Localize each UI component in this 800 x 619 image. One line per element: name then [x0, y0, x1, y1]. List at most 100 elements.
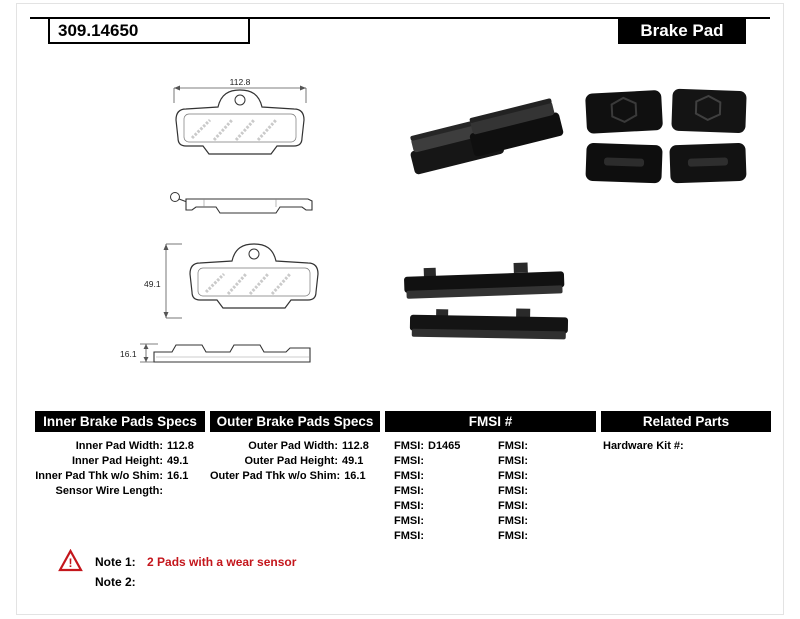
drawing-front-view-bottom: 49.1 — [144, 243, 319, 319]
fmsi-row: FMSI: — [386, 514, 488, 529]
fmsi-row: FMSI: — [386, 499, 488, 514]
related-label: Hardware Kit #: — [603, 440, 684, 452]
fmsi-value — [424, 484, 428, 499]
watermark-texture — [190, 118, 278, 142]
note-1-label: Note 1: — [95, 555, 136, 569]
fmsi-label: FMSI: — [498, 500, 528, 512]
fmsi-label: FMSI: — [498, 455, 528, 467]
fmsi-value — [424, 514, 428, 529]
outer-pad-height-row: Outer Pad Height: 49.1 — [210, 454, 380, 469]
part-number: 309.14650 — [48, 17, 250, 44]
fmsi-label: FMSI: — [394, 500, 424, 512]
dimension-thickness-label: 16.1 — [120, 349, 137, 359]
spec-value: 112.8 — [342, 440, 369, 452]
fmsi-row: FMSI: — [386, 454, 488, 469]
note-2: Note 2: — [95, 575, 144, 589]
spec-value: 16.1 — [167, 470, 189, 482]
related-value — [684, 440, 688, 452]
warning-triangle-icon: ! — [58, 548, 83, 577]
inner-pad-height-row: Inner Pad Height: 49.1 — [35, 454, 205, 469]
page-border — [16, 3, 784, 615]
dimension-height-label: 49.1 — [144, 279, 161, 289]
fmsi-row: FMSI: — [386, 484, 488, 499]
mounting-hole — [234, 94, 246, 106]
fmsi-list-left: FMSI: D1465 FMSI: FMSI: FMSI: FMSI: FMSI… — [386, 439, 488, 544]
fmsi-row: FMSI: — [490, 529, 592, 544]
spec-label: Inner Pad Height: — [71, 455, 163, 467]
spec-label: Sensor Wire Length: — [55, 485, 163, 497]
fmsi-value — [528, 454, 532, 469]
dim-arrow-top — [163, 244, 169, 250]
dim-arrow-bottom — [163, 312, 169, 318]
fmsi-label: FMSI: — [394, 515, 424, 527]
fmsi-value: D1465 — [428, 440, 461, 452]
fmsi-label: FMSI: — [394, 470, 424, 482]
fmsi-label: FMSI: — [394, 455, 424, 467]
sensor-grommet — [170, 192, 180, 202]
fmsi-label: FMSI: — [498, 470, 528, 482]
note-2-label: Note 2: — [95, 575, 136, 589]
header-rule — [30, 17, 770, 19]
fmsi-label: FMSI: — [394, 530, 424, 542]
spec-label: Outer Pad Width: — [248, 440, 338, 452]
outer-specs-list: Outer Pad Width: 112.8 Outer Pad Height:… — [210, 439, 380, 484]
spec-label: Inner Pad Width: — [75, 440, 163, 452]
fmsi-value — [528, 469, 532, 484]
fmsi-value — [424, 529, 428, 544]
spec-label: Outer Pad Thk w/o Shim: — [210, 470, 341, 482]
related-parts-list: Hardware Kit #: — [603, 439, 771, 454]
drawing-top-view — [170, 192, 313, 214]
fmsi-row: FMSI: — [490, 454, 592, 469]
inner-specs-list: Inner Pad Width: 112.8 Inner Pad Height:… — [35, 439, 205, 499]
dim-arrow-left — [174, 85, 180, 91]
table-header-inner-specs: Inner Brake Pads Specs — [35, 411, 205, 432]
dim-arrow-right — [300, 85, 306, 91]
fmsi-value — [424, 454, 428, 469]
fmsi-label: FMSI: — [498, 530, 528, 542]
fmsi-row: FMSI: D1465 — [386, 439, 488, 454]
fmsi-label: FMSI: — [498, 515, 528, 527]
inner-pad-thickness-row: Inner Pad Thk w/o Shim: 16.1 — [35, 469, 205, 484]
spec-label: Inner Pad Thk w/o Shim: — [35, 470, 163, 482]
table-header-fmsi: FMSI # — [385, 411, 596, 432]
photo-pads-edge — [404, 262, 569, 340]
fmsi-row: FMSI: — [490, 514, 592, 529]
hardware-kit-row: Hardware Kit #: — [603, 439, 771, 454]
outer-pad-width-row: Outer Pad Width: 112.8 — [210, 439, 380, 454]
fmsi-value — [528, 439, 532, 454]
fmsi-row: FMSI: — [490, 499, 592, 514]
inner-pad-width-row: Inner Pad Width: 112.8 — [35, 439, 205, 454]
fmsi-row: FMSI: — [386, 469, 488, 484]
spec-value — [163, 484, 205, 499]
fmsi-label: FMSI: — [394, 440, 424, 452]
table-header-related-parts: Related Parts — [601, 411, 771, 432]
note-1-text: 2 Pads with a wear sensor — [147, 555, 297, 569]
fmsi-label: FMSI: — [394, 485, 424, 497]
fmsi-row: FMSI: — [386, 529, 488, 544]
drawing-front-view-top: 112.8 — [173, 77, 307, 155]
photo-pads-grid — [585, 88, 747, 184]
fmsi-value — [424, 469, 428, 484]
fmsi-row: FMSI: — [490, 439, 592, 454]
fmsi-value — [528, 514, 532, 529]
sensor-wire-length-row: Sensor Wire Length: — [35, 484, 205, 499]
spec-value: 49.1 — [167, 455, 189, 467]
spec-value: 49.1 — [342, 455, 364, 467]
outer-pad-thickness-row: Outer Pad Thk w/o Shim: 16.1 — [210, 469, 380, 484]
fmsi-value — [528, 529, 532, 544]
fmsi-label: FMSI: — [498, 440, 528, 452]
spec-value: 112.8 — [167, 440, 194, 452]
fmsi-list-right: FMSI: FMSI: FMSI: FMSI: FMSI: FMSI: FMSI… — [490, 439, 592, 544]
product-type-label: Brake Pad — [618, 17, 746, 44]
table-header-outer-specs: Outer Brake Pads Specs — [210, 411, 380, 432]
dimension-width-label: 112.8 — [230, 77, 251, 87]
photo-pads-angled — [410, 98, 564, 175]
warning-glyph: ! — [69, 556, 73, 570]
fmsi-value — [528, 484, 532, 499]
fmsi-value — [424, 499, 428, 514]
fmsi-row: FMSI: — [490, 484, 592, 499]
note-1: Note 1: 2 Pads with a wear sensor — [95, 555, 296, 569]
spec-label: Outer Pad Height: — [244, 455, 338, 467]
drawing-edge-view: 16.1 — [120, 343, 311, 363]
